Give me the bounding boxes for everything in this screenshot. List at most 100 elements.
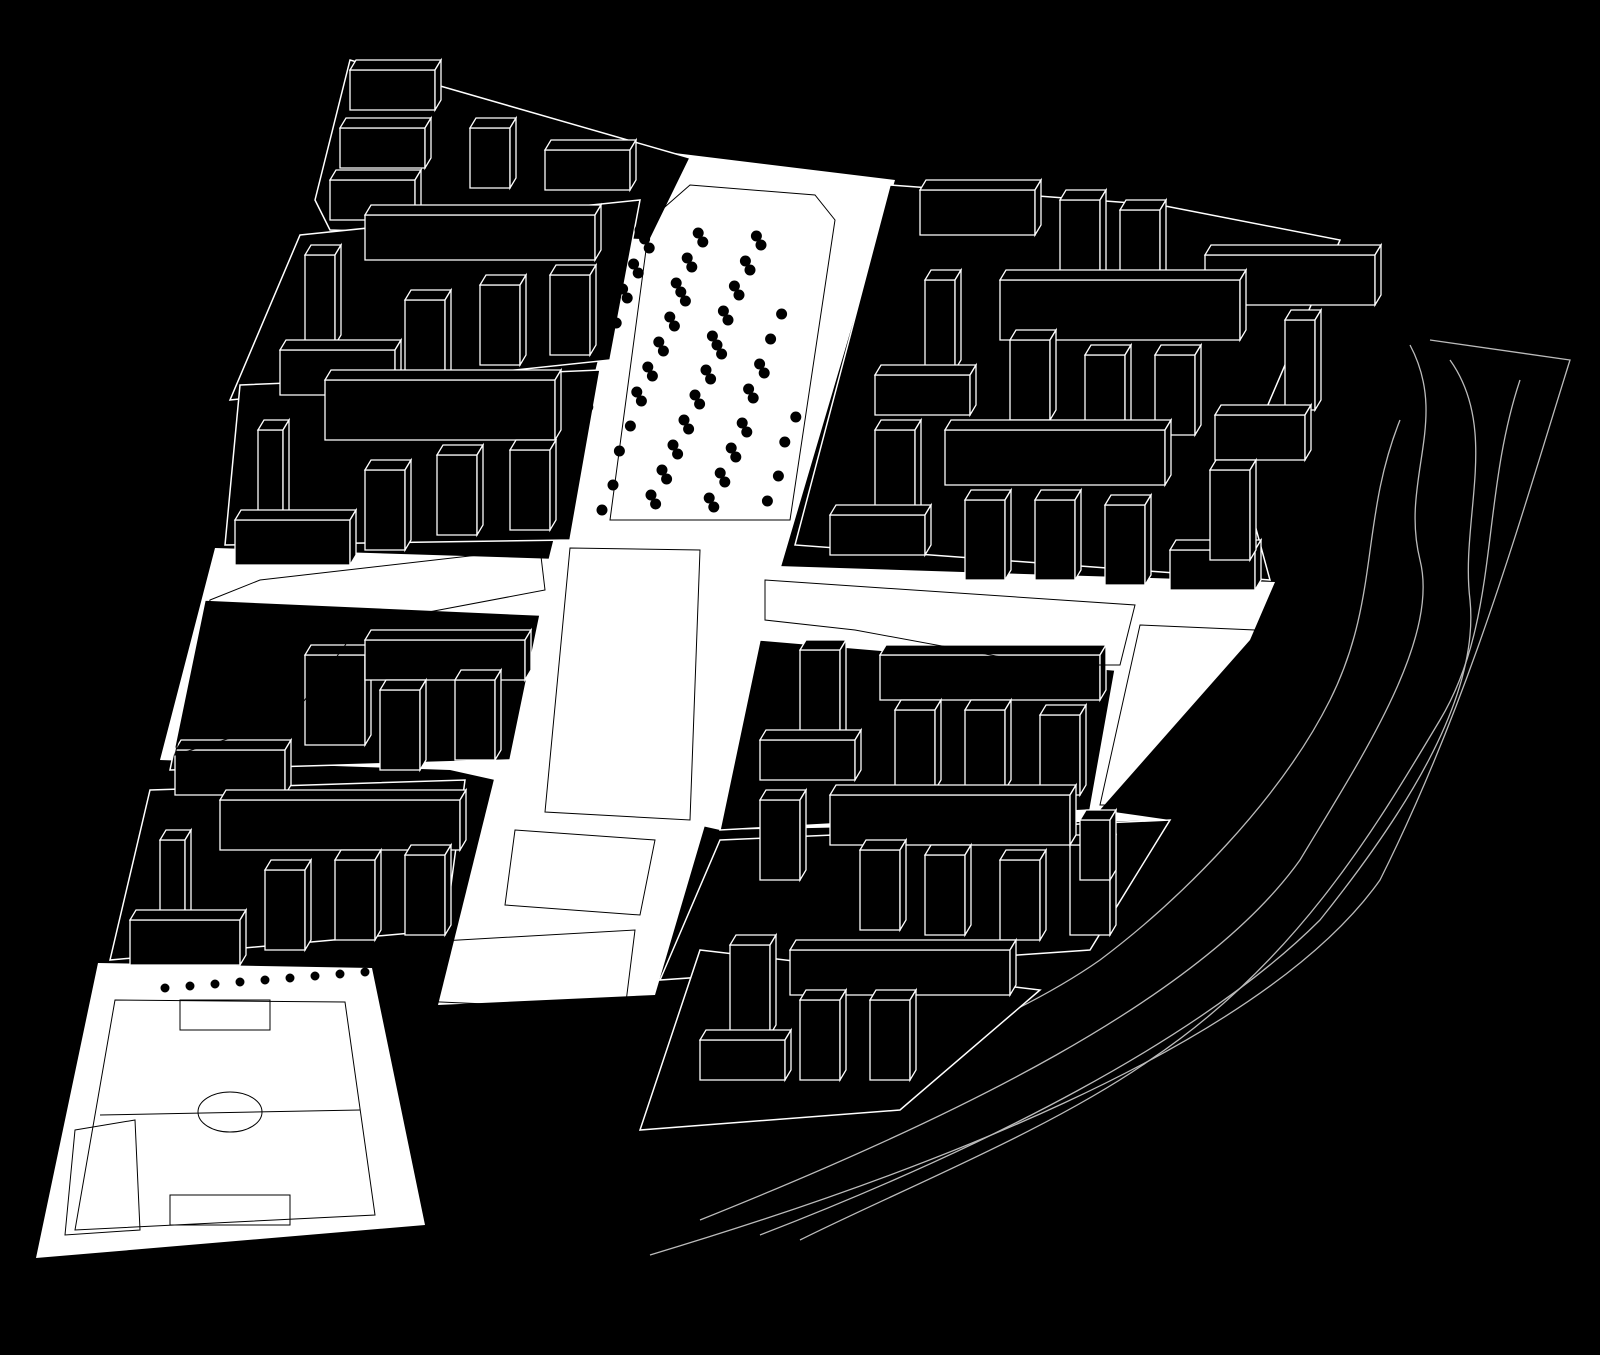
tree <box>705 373 717 385</box>
building-facade <box>1209 469 1251 561</box>
building-side <box>969 362 977 418</box>
tree <box>776 308 788 320</box>
building <box>858 837 908 933</box>
building-roof <box>758 789 808 801</box>
building <box>128 907 248 968</box>
building-roof <box>893 699 943 711</box>
tree <box>613 445 625 457</box>
building-roof <box>873 364 978 376</box>
building-facade <box>869 999 911 1081</box>
building-roof <box>1208 459 1258 471</box>
building-facade <box>879 654 1101 701</box>
public-space-block <box>504 829 656 916</box>
building-side <box>1074 487 1082 583</box>
building-facade <box>729 944 771 1036</box>
building-roof <box>923 844 973 856</box>
building <box>923 267 963 373</box>
tree <box>722 314 734 326</box>
tree <box>754 358 766 370</box>
building <box>363 627 533 683</box>
tree <box>670 277 682 289</box>
building-side <box>459 787 467 853</box>
tree <box>646 370 658 382</box>
tree <box>716 348 728 360</box>
building <box>403 842 453 938</box>
building <box>998 847 1048 943</box>
building-roof <box>338 117 433 129</box>
penalty-area <box>169 1194 291 1226</box>
building <box>1213 402 1313 463</box>
tree <box>657 345 669 357</box>
building <box>1058 187 1108 283</box>
building-roof <box>508 439 558 451</box>
building-roof <box>1103 494 1153 506</box>
building-side <box>1249 457 1257 563</box>
terrain-contours <box>649 339 1571 1256</box>
building-facade <box>829 514 926 556</box>
building-roof <box>873 419 923 431</box>
building-facade <box>964 499 1006 581</box>
building-facade <box>129 919 241 966</box>
building-facade <box>1284 319 1316 411</box>
building-facade <box>919 189 1036 236</box>
building-roof <box>788 939 1018 951</box>
building-side <box>304 857 312 953</box>
public-space-block <box>174 547 546 756</box>
building-roof <box>263 859 313 871</box>
building-side <box>909 987 917 1083</box>
building-side <box>1004 487 1012 583</box>
tree <box>667 439 679 451</box>
building-roof <box>698 1029 793 1041</box>
building-facade <box>944 429 1166 486</box>
building-roof <box>918 179 1043 191</box>
building-side <box>1049 327 1057 423</box>
building <box>963 697 1013 793</box>
building-side <box>1164 417 1172 488</box>
tree <box>582 401 594 413</box>
building-side <box>1009 937 1017 998</box>
building-roof <box>1033 489 1083 501</box>
tree <box>210 979 220 989</box>
building <box>1083 342 1133 438</box>
tree <box>643 242 655 254</box>
tree <box>761 495 773 507</box>
building-facade <box>759 799 801 881</box>
building <box>758 787 808 883</box>
building <box>363 202 603 263</box>
penalty-area <box>179 999 271 1031</box>
building-roof <box>278 339 403 351</box>
tree <box>617 283 629 295</box>
building-roof <box>363 204 603 216</box>
building-side <box>839 637 847 743</box>
building <box>1103 492 1153 588</box>
building <box>828 782 1078 848</box>
building-facade <box>379 689 421 771</box>
building-roof <box>333 849 383 861</box>
building-side <box>899 837 907 933</box>
building <box>728 932 778 1038</box>
building-facade <box>1034 499 1076 581</box>
building-side <box>589 262 597 358</box>
building-facade <box>874 374 971 416</box>
building-side <box>334 242 342 348</box>
building-roof <box>828 784 1078 796</box>
tree <box>285 973 295 983</box>
building-roof <box>543 139 638 151</box>
building-side <box>419 677 427 773</box>
building-side <box>799 787 807 883</box>
building-roof <box>868 989 918 1001</box>
tree <box>607 479 619 491</box>
tree <box>739 255 751 267</box>
tree <box>664 311 676 323</box>
building-facade <box>339 127 426 169</box>
building-side <box>1004 697 1012 793</box>
building <box>478 272 528 368</box>
building-facade <box>859 849 901 931</box>
building <box>323 367 563 443</box>
tree <box>672 448 684 460</box>
building-side <box>924 502 932 558</box>
tree <box>703 492 715 504</box>
building <box>1283 307 1323 413</box>
tree <box>635 395 647 407</box>
building-roof <box>1203 244 1383 256</box>
